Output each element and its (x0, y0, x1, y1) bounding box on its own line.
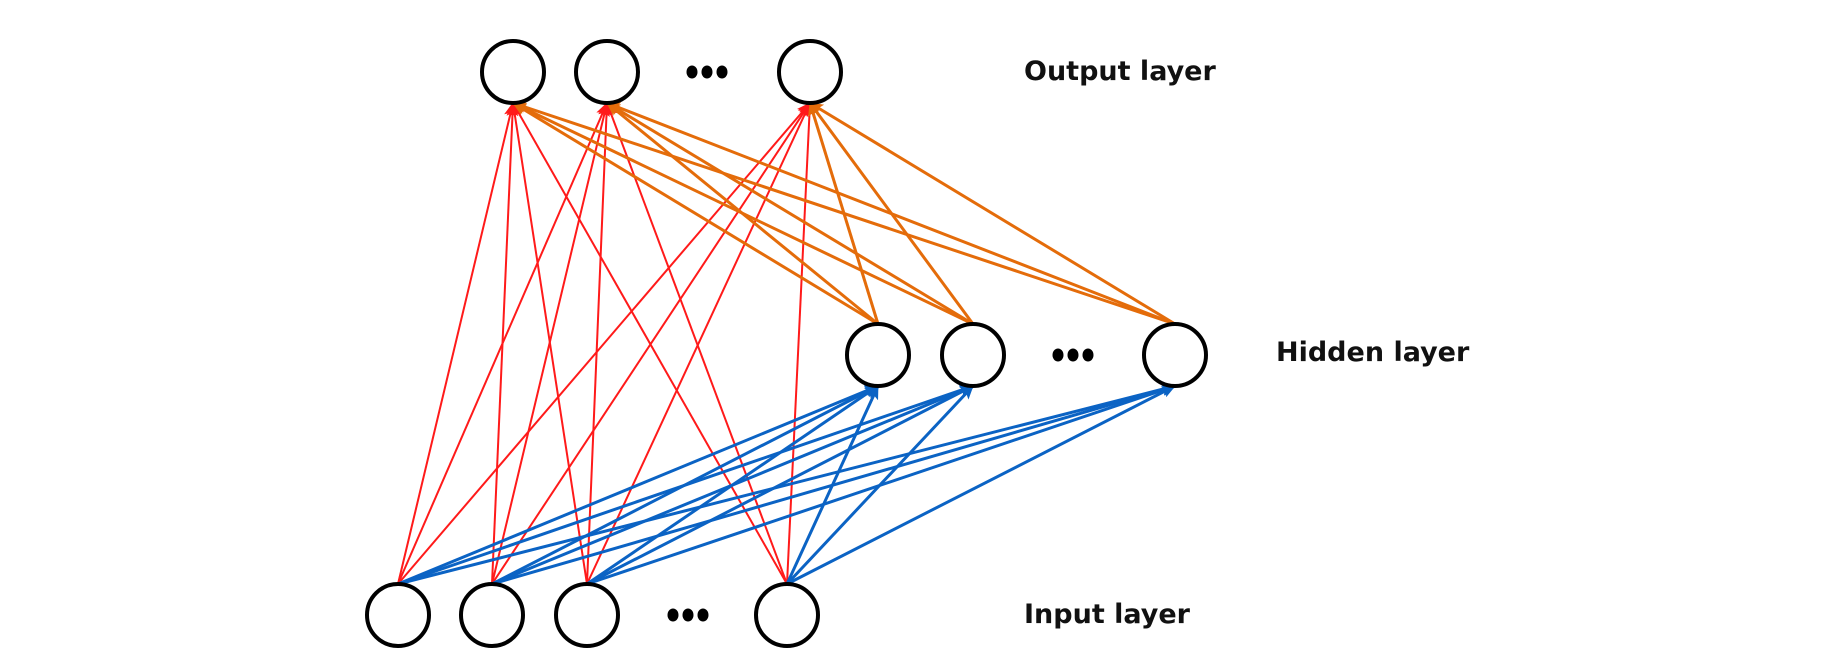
hidden-3-to-output-2-edge (606, 101, 1176, 326)
input-to-output-edges (397, 102, 816, 585)
input-2-to-output-1-edge (491, 102, 519, 585)
input-ellipsis (667, 608, 709, 622)
hidden-node-3 (1142, 322, 1208, 388)
input-to-hidden-edges (397, 383, 1176, 586)
hidden-3-to-output-1-edge (512, 101, 1176, 326)
input-2-to-hidden-1-edge (491, 384, 879, 586)
output-ellipsis (686, 65, 728, 79)
hidden-node-1 (845, 322, 911, 388)
output-node-1 (480, 39, 546, 105)
ellipsis-dot (686, 65, 698, 79)
input-3-to-hidden-1-edge (586, 384, 879, 586)
output-layer-label: Output layer (1024, 56, 1216, 87)
hidden-ellipsis (1052, 348, 1094, 362)
hidden-3-to-output-3-edge (809, 101, 1176, 326)
hidden-to-output-edges (512, 101, 1176, 326)
input-node-3 (554, 582, 620, 648)
input-3-to-hidden-2-edge (586, 384, 974, 586)
input-1-to-output-1-edge (397, 102, 516, 585)
ellipsis-dot (716, 65, 728, 79)
hidden-2-to-output-2-edge (606, 101, 974, 326)
ellipsis-dot (1052, 348, 1064, 362)
ellipsis-dot (697, 608, 709, 622)
ellipsis-dot (701, 65, 713, 79)
input-1-to-hidden-1-edge (397, 384, 879, 586)
input-layer-label: Input layer (1024, 599, 1190, 630)
output-node-2 (574, 39, 640, 105)
nodes (365, 39, 1208, 648)
input-4-to-hidden-2-edge (785, 384, 975, 586)
input-3-to-output-1-edge (509, 102, 588, 585)
hidden-layer-label: Hidden layer (1276, 337, 1470, 368)
hidden-2-to-output-1-edge (512, 101, 974, 326)
input-node-4 (754, 582, 820, 648)
input-3-to-output-3-edge (586, 102, 811, 585)
ellipsis-dot (1082, 348, 1094, 362)
hidden-node-2 (940, 322, 1006, 388)
input-4-to-hidden-3-edge (786, 384, 1176, 586)
input-4-to-output-2-edge (605, 102, 788, 585)
output-node-3 (777, 39, 843, 105)
input-node-1 (365, 582, 431, 648)
ellipsis-dot (1067, 348, 1079, 362)
input-1-to-hidden-3-edge (397, 383, 1176, 586)
ellipsis-dot (682, 608, 694, 622)
input-4-to-output-3-edge (786, 102, 816, 585)
input-4-to-hidden-1-edge (785, 385, 880, 585)
ellipses (667, 65, 1094, 622)
hidden-1-to-output-1-edge (512, 101, 879, 326)
input-node-2 (459, 582, 525, 648)
ellipsis-dot (667, 608, 679, 622)
